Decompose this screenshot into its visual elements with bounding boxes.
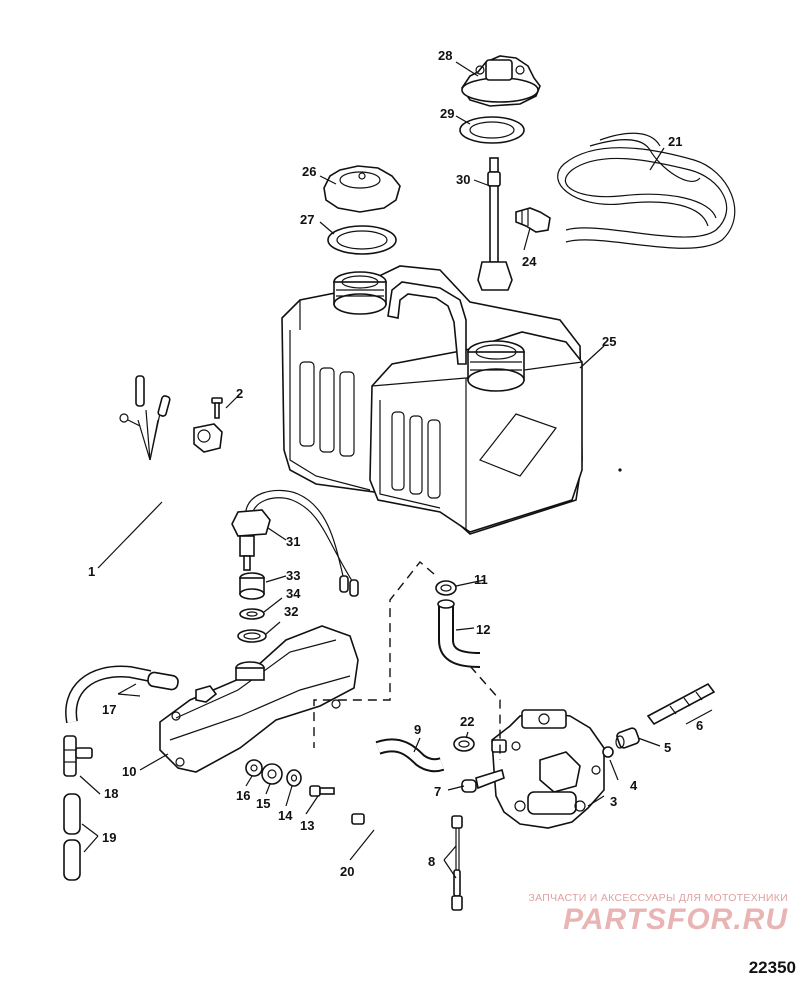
part-25-oil-tank	[281, 265, 583, 535]
part-1-harness	[119, 375, 223, 505]
callout-25: 25	[602, 334, 616, 349]
callout-7: 7	[434, 784, 441, 799]
callout-17: 17	[102, 702, 116, 717]
part-30-pickup-tube	[477, 157, 513, 291]
part-5-bushing	[615, 727, 640, 749]
callout-11: 11	[474, 572, 488, 587]
part-12-elbow-hose	[437, 599, 481, 668]
callout-14: 14	[278, 808, 293, 823]
watermark: ЗАПЧАСТИ И АКСЕССУАРЫ ДЛЯ МОТОТЕХНИКИ PA…	[488, 892, 788, 936]
tank-dot	[618, 468, 622, 472]
callout-2: 2	[236, 386, 243, 401]
callout-32: 32	[284, 604, 298, 619]
callout-6: 6	[696, 718, 703, 733]
part-28-cap-assembly	[461, 55, 541, 107]
part-16-grommet	[245, 759, 263, 777]
part-19-hoses	[63, 793, 81, 881]
callout-10: 10	[122, 764, 136, 779]
callout-labels: 1 2 3 4 5 6 7 8 9 10 11 12 13 14 15 16 1…	[88, 48, 703, 879]
callout-12: 12	[476, 622, 490, 637]
leader-lines	[79, 61, 713, 879]
callout-22: 22	[460, 714, 474, 729]
part-8-linkage	[451, 815, 463, 911]
callout-5: 5	[664, 740, 671, 755]
part-18-tee-fitting	[63, 735, 93, 777]
callout-26: 26	[302, 164, 316, 179]
callout-13: 13	[300, 818, 314, 833]
part-13-bolt	[309, 785, 335, 797]
part-29-gasket	[459, 116, 525, 144]
part-9-hose	[375, 738, 445, 773]
part-32-o-ring	[237, 629, 267, 643]
part-33-spacer	[239, 572, 265, 600]
routing-dashed-line-2	[469, 665, 501, 760]
part-27-seal	[327, 225, 397, 255]
part-11-clamp	[435, 580, 457, 596]
callout-1: 1	[88, 564, 95, 579]
watermark-tagline: ЗАПЧАСТИ И АКСЕССУАРЫ ДЛЯ МОТОТЕХНИКИ	[528, 892, 788, 904]
part-17-hose	[65, 665, 179, 724]
part-2-screw	[211, 397, 223, 419]
callout-24: 24	[522, 254, 537, 269]
callout-21: 21	[668, 134, 682, 149]
part-34-lockwasher	[239, 608, 265, 620]
part-24-fitting	[515, 207, 551, 233]
callout-34: 34	[286, 586, 301, 601]
watermark-brand: PARTSFOR.RU	[563, 903, 788, 936]
diagram-number: 22350	[748, 958, 796, 977]
callout-3: 3	[610, 794, 617, 809]
callout-28: 28	[438, 48, 452, 63]
callout-29: 29	[440, 106, 454, 121]
callout-31: 31	[286, 534, 300, 549]
part-26-filler-cap	[323, 165, 401, 213]
callout-30: 30	[456, 172, 470, 187]
callout-9: 9	[414, 722, 421, 737]
callout-16: 16	[236, 788, 250, 803]
callout-27: 27	[300, 212, 314, 227]
callout-4: 4	[630, 778, 638, 793]
callout-8: 8	[428, 854, 435, 869]
routing-dashed-line	[313, 560, 435, 748]
part-22-clamp	[453, 736, 475, 752]
callout-15: 15	[256, 796, 270, 811]
part-4-o-ring	[602, 746, 614, 758]
callout-18: 18	[104, 786, 118, 801]
part-21-coiled-hose	[557, 132, 736, 249]
part-14-washer	[286, 769, 302, 787]
part-20-strap	[351, 785, 396, 834]
part-3-oil-pump	[491, 709, 605, 829]
callout-19: 19	[102, 830, 116, 845]
part-6-shaft	[646, 682, 716, 726]
callout-33: 33	[286, 568, 300, 583]
part-10-reservoir	[159, 625, 359, 773]
part-31-sensor	[231, 489, 359, 597]
part-15-bushing	[261, 763, 283, 785]
callout-20: 20	[340, 864, 354, 879]
